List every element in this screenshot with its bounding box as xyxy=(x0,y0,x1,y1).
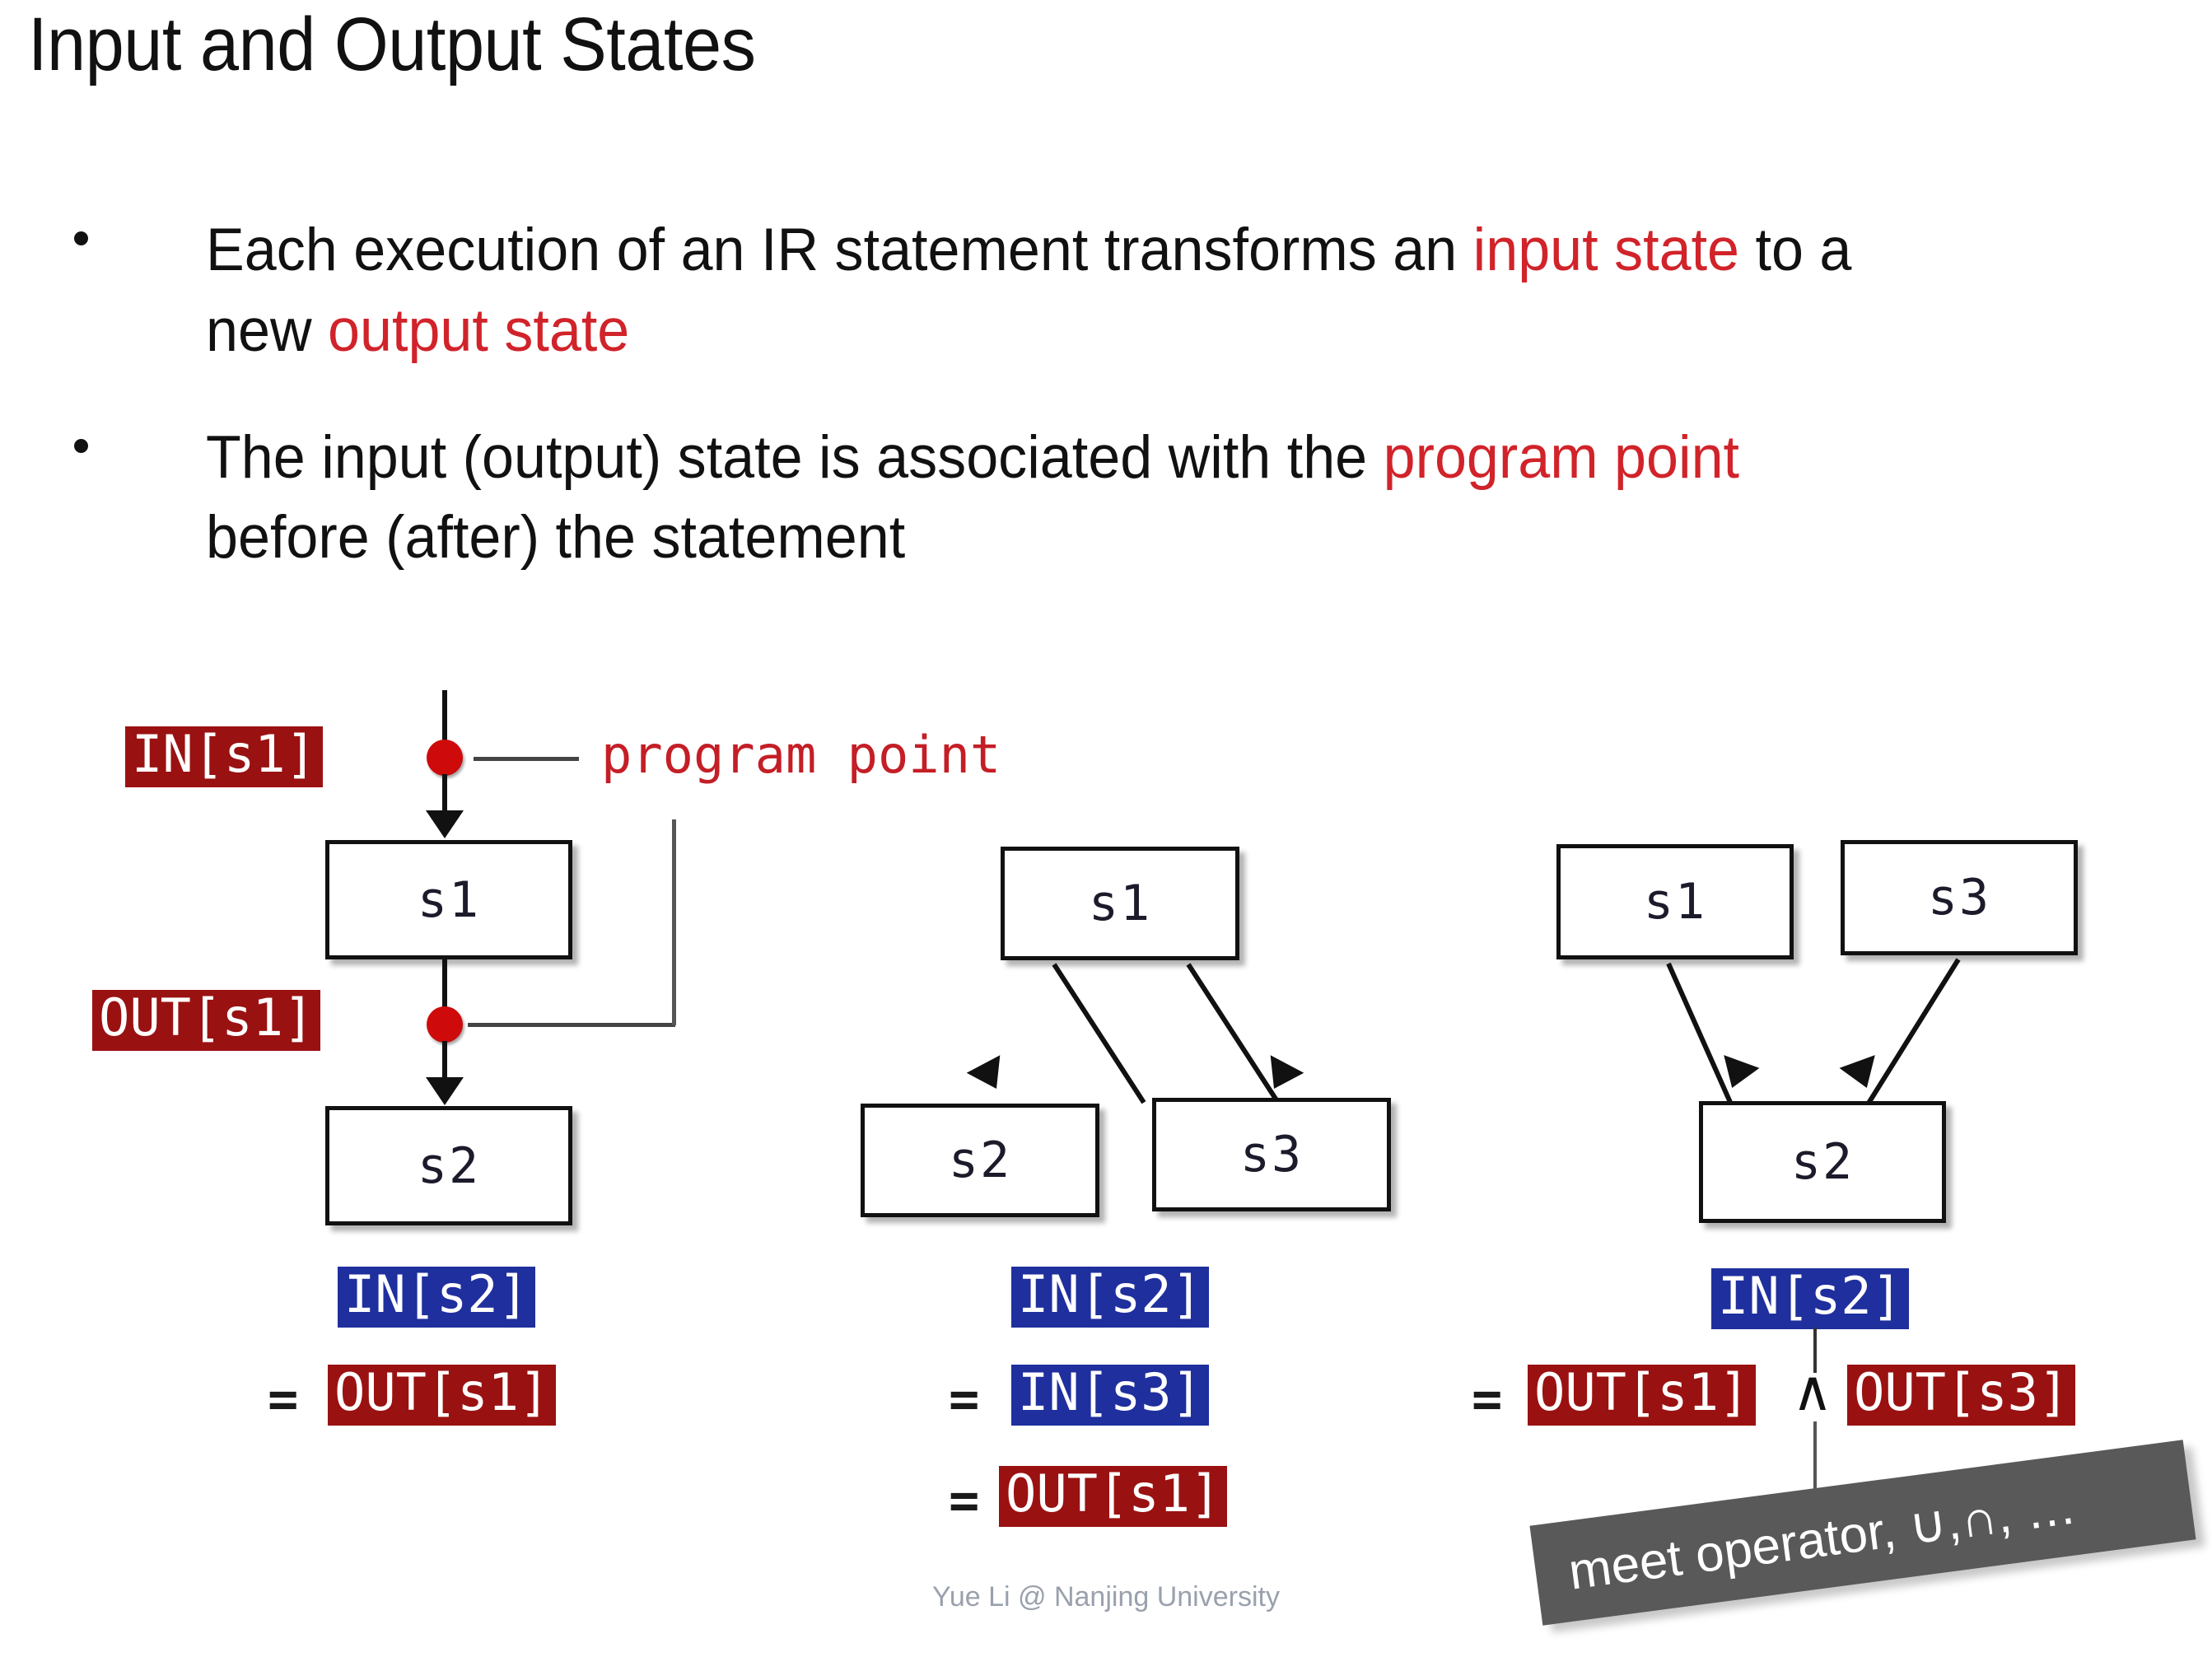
bullet-2-part-2: program point xyxy=(1383,423,1740,491)
chip-in-s1: IN[s1] xyxy=(125,726,323,787)
chip-out-s1: OUT[s1] xyxy=(92,990,321,1051)
equation-middle-line-2-equals: = xyxy=(949,1369,980,1429)
equation-middle-line-2-term: IN[s3] xyxy=(1011,1365,1209,1426)
bullet-1-part-4: output state xyxy=(328,296,630,364)
arrow-head-into-s2-left xyxy=(426,1077,464,1105)
bullet-2-part-1: The input (output) state is associated w… xyxy=(206,423,1384,491)
node-box-s2-right: s2 xyxy=(1699,1101,1946,1223)
leader-line-program-point-vertical xyxy=(672,819,676,1025)
node-label-s1: s1 xyxy=(1088,875,1152,932)
node-label-s2: s2 xyxy=(948,1132,1012,1189)
equation-right-lhs: IN[s2] xyxy=(1711,1268,1909,1329)
node-box-s3-right: s3 xyxy=(1841,840,2078,955)
node-box-s2-middle: s2 xyxy=(861,1104,1099,1217)
program-point-label: program point xyxy=(601,725,1001,785)
node-label-s1: s1 xyxy=(417,871,481,929)
bullet-dot-icon xyxy=(74,438,88,453)
equation-middle-line-1-term: IN[s2] xyxy=(1011,1267,1209,1328)
bullet-1-part-1: Each execution of an IR statement transf… xyxy=(206,217,1473,283)
bullet-list: Each execution of an IR statement transf… xyxy=(74,210,1968,624)
edge-s1-to-s2-middle xyxy=(1052,963,1146,1104)
bullet-1-part-3: to a new xyxy=(206,217,1852,364)
meet-operator-symbol: ∧ xyxy=(1792,1359,1833,1424)
equation-left-equals: = xyxy=(268,1369,299,1429)
page-title: Input and Output States xyxy=(28,2,756,86)
node-label-s3: s3 xyxy=(1927,869,1991,927)
node-box-s1-left: s1 xyxy=(325,840,572,959)
bullet-item-1: Each execution of an IR statement transf… xyxy=(74,210,1968,371)
program-point-dot-in-s1 xyxy=(427,740,463,776)
equation-middle-line-3-equals: = xyxy=(949,1470,980,1530)
bullet-item-1-text: Each execution of an IR statement transf… xyxy=(206,210,1897,371)
node-box-s2-left: s2 xyxy=(325,1106,572,1225)
equation-right-rhs-right: OUT[s3] xyxy=(1847,1365,2076,1426)
leader-line-program-point-top xyxy=(474,757,579,761)
equation-right-equals: = xyxy=(1472,1369,1503,1429)
equation-right-rhs-left: OUT[s1] xyxy=(1528,1365,1757,1426)
arrow-head-into-s3-middle xyxy=(1257,1055,1304,1098)
leader-line-program-point-horizontal xyxy=(468,1023,675,1027)
node-box-s1-middle: s1 xyxy=(1001,847,1239,960)
equation-middle-line-3-term: OUT[s1] xyxy=(999,1466,1228,1527)
node-box-s3-middle: s3 xyxy=(1152,1098,1391,1211)
equation-left-lhs: IN[s2] xyxy=(338,1267,535,1328)
node-label-s2: s2 xyxy=(1790,1133,1855,1191)
bullet-item-2: The input (output) state is associated w… xyxy=(74,418,1968,579)
node-label-s1: s1 xyxy=(1643,873,1707,931)
connector-in-s2-to-meet xyxy=(1813,1328,1817,1373)
arrow-head-into-s2-middle xyxy=(966,1055,1014,1098)
callout-line-meet-operator xyxy=(1813,1421,1817,1504)
bullet-item-2-text: The input (output) state is associated w… xyxy=(206,418,1897,579)
edge-dot1-to-s1 xyxy=(442,774,447,814)
bullet-dot-icon xyxy=(74,231,88,245)
program-point-dot-out-s1 xyxy=(427,1006,463,1043)
edge-s1-to-s2-right xyxy=(1666,962,1738,1115)
bullet-2-part-3: before (after) the statement xyxy=(206,504,906,572)
edge-s1-to-dot2 xyxy=(442,959,447,1011)
node-box-s1-right: s1 xyxy=(1556,844,1794,959)
node-label-s3: s3 xyxy=(1239,1126,1304,1183)
footer-credit: Yue Li @ Nanjing University xyxy=(932,1581,1280,1613)
edge-into-program-point-1 xyxy=(442,690,447,741)
edge-dot2-to-s2 xyxy=(442,1041,447,1081)
arrow-head-into-s1 xyxy=(426,810,464,838)
bullet-1-part-2: input state xyxy=(1472,217,1740,283)
node-label-s2: s2 xyxy=(417,1137,481,1195)
equation-left-rhs: OUT[s1] xyxy=(328,1365,557,1426)
